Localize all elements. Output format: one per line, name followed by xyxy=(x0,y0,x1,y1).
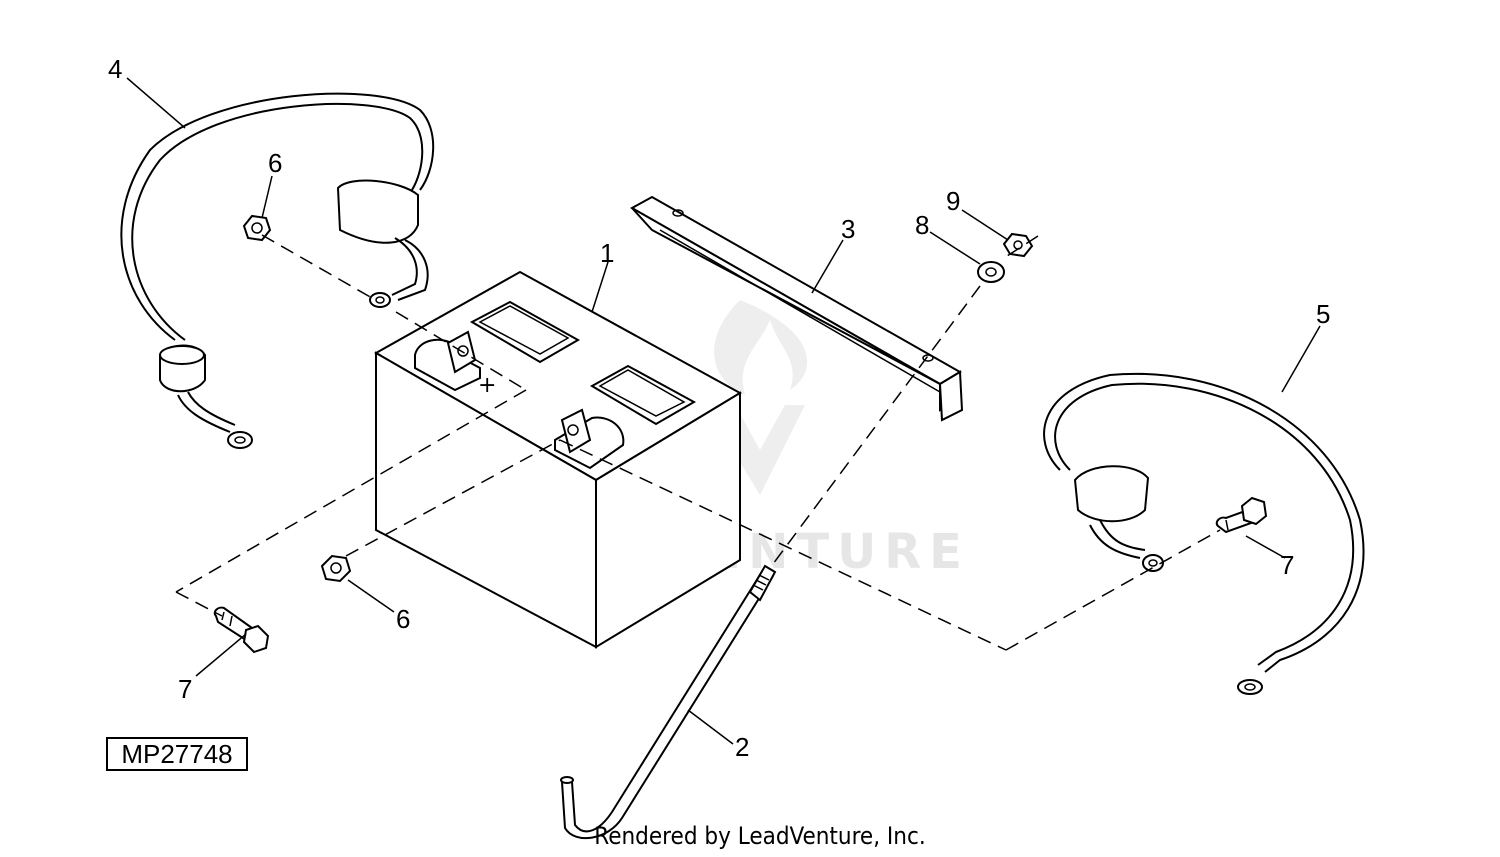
callout-1: 1 xyxy=(600,238,614,268)
callout-6-upper: 6 xyxy=(268,148,282,178)
bolt-right xyxy=(1215,496,1268,534)
callout-8: 8 xyxy=(915,210,929,240)
bolt-left xyxy=(213,606,270,654)
battery: + xyxy=(373,270,743,649)
callout-2: 2 xyxy=(735,732,749,762)
leader-lines xyxy=(126,77,1321,745)
hold-down-bracket xyxy=(629,195,964,422)
negative-cable xyxy=(1043,372,1365,695)
callout-7-right: 7 xyxy=(1280,550,1294,580)
svg-text:+: + xyxy=(478,373,496,398)
terminal-boot xyxy=(1073,465,1150,523)
watermark-logo-icon xyxy=(714,300,808,395)
battery-side-face xyxy=(595,391,741,649)
assembly-lines xyxy=(175,234,1221,651)
callout-3: 3 xyxy=(841,214,855,244)
terminal-boot xyxy=(336,179,419,244)
negative-terminal xyxy=(554,408,625,470)
nut-upper-left xyxy=(242,214,272,242)
callout-9: 9 xyxy=(946,186,960,216)
washer xyxy=(977,261,1005,283)
nut-top-right xyxy=(1002,232,1034,258)
positive-cable xyxy=(120,92,435,449)
callout-7-left: 7 xyxy=(178,674,192,704)
figure-id-label: MP27748 xyxy=(106,737,248,771)
callout-6-lower: 6 xyxy=(396,604,410,634)
callout-4: 4 xyxy=(108,54,122,84)
callouts: 4 6 1 3 9 8 5 6 7 7 2 xyxy=(108,54,1330,762)
bracket-end xyxy=(938,370,964,422)
hold-down-rod xyxy=(560,564,777,840)
nut-lower-left xyxy=(320,554,352,583)
render-credit: Rendered by LeadVenture, Inc. xyxy=(594,822,926,850)
callout-5: 5 xyxy=(1316,299,1330,329)
